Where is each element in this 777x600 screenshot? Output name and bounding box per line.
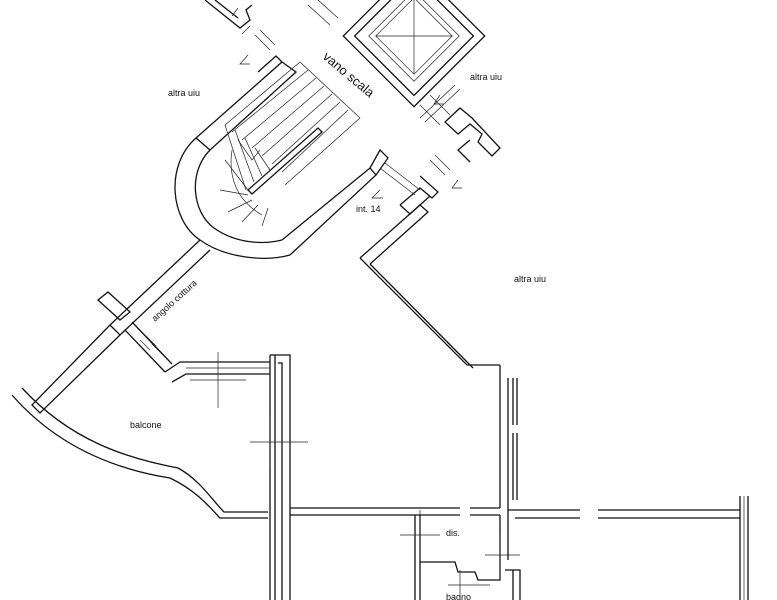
label-vano-scala: vano scala bbox=[320, 49, 378, 101]
label-altra-uiu-right: altra uiu bbox=[514, 274, 546, 284]
landing-doors bbox=[239, 0, 501, 215]
staircase bbox=[219, 61, 361, 227]
opening-markers bbox=[190, 352, 520, 600]
label-dis: dis. bbox=[446, 528, 460, 538]
label-balcone: balcone bbox=[130, 420, 162, 430]
stairwell-walls bbox=[31, 55, 389, 414]
elevator-shaft bbox=[342, 0, 486, 108]
label-altra-uiu-right-top: altra uiu bbox=[470, 72, 502, 82]
balcony-edge bbox=[11, 387, 268, 519]
top-left-wall bbox=[204, 0, 253, 35]
label-int-14: int. 14 bbox=[356, 204, 381, 214]
apartment-walls bbox=[164, 204, 749, 600]
label-altra-uiu-left: altra uiu bbox=[168, 88, 200, 98]
label-bagno: bagno bbox=[446, 592, 471, 600]
